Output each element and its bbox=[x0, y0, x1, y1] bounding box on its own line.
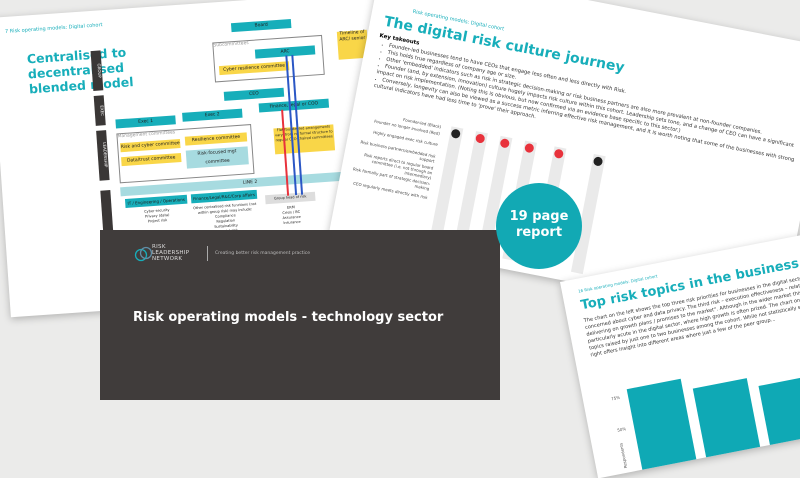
badge-line: 19 page bbox=[509, 209, 569, 224]
exec1-box: Exec 1 bbox=[115, 115, 176, 129]
subcommittees-box: Subcommittees bbox=[212, 34, 325, 83]
brand-name: RISK LEADERSHIP NETWORK bbox=[152, 244, 189, 262]
brand-line: LEADERSHIP bbox=[152, 250, 190, 256]
finlegal-box: Finance/Legal/R&C/Corp affairs bbox=[190, 189, 258, 204]
tick-label: 75% bbox=[610, 394, 621, 402]
cover-title: Risk operating models - technology secto… bbox=[133, 310, 444, 325]
exec2-box: Exec 2 bbox=[182, 108, 243, 122]
brand-line: RISK bbox=[152, 244, 166, 250]
badge-line: report bbox=[515, 225, 563, 240]
bar-chart: 75% 50% Respondents bbox=[611, 335, 800, 478]
tagline: Creating better risk management practice bbox=[215, 251, 311, 256]
divider bbox=[207, 246, 208, 261]
tick-label: 50% bbox=[616, 426, 627, 433]
page-count-badge: 19 page report bbox=[496, 183, 582, 269]
page-header: 7 Risk operating models: Digital cohort bbox=[4, 22, 103, 35]
brand-line: NETWORK bbox=[152, 256, 183, 262]
it-box: IT / Engineering / Operations bbox=[124, 194, 188, 209]
group-items: ERM Crisis / BC Assurance Insurance bbox=[282, 205, 301, 226]
bar bbox=[626, 378, 699, 478]
axis-label: Respondents bbox=[618, 442, 629, 469]
bar bbox=[692, 378, 763, 468]
page-title: Centralised to decentralised blended mod… bbox=[26, 44, 134, 97]
ceo-box: CEO bbox=[223, 87, 285, 101]
side-label: LEADERSHIP bbox=[96, 130, 110, 181]
side-label: EXEC bbox=[93, 95, 106, 126]
group-head-box: Group head of risk bbox=[265, 191, 316, 205]
it-items: Cyber security Privacy (data) Project ri… bbox=[144, 207, 170, 224]
board-box: Board bbox=[230, 19, 292, 33]
report-cover: RISK LEADERSHIP NETWORK Creating better … bbox=[100, 230, 500, 400]
bar bbox=[758, 375, 800, 455]
logo-rings-icon bbox=[134, 246, 153, 262]
